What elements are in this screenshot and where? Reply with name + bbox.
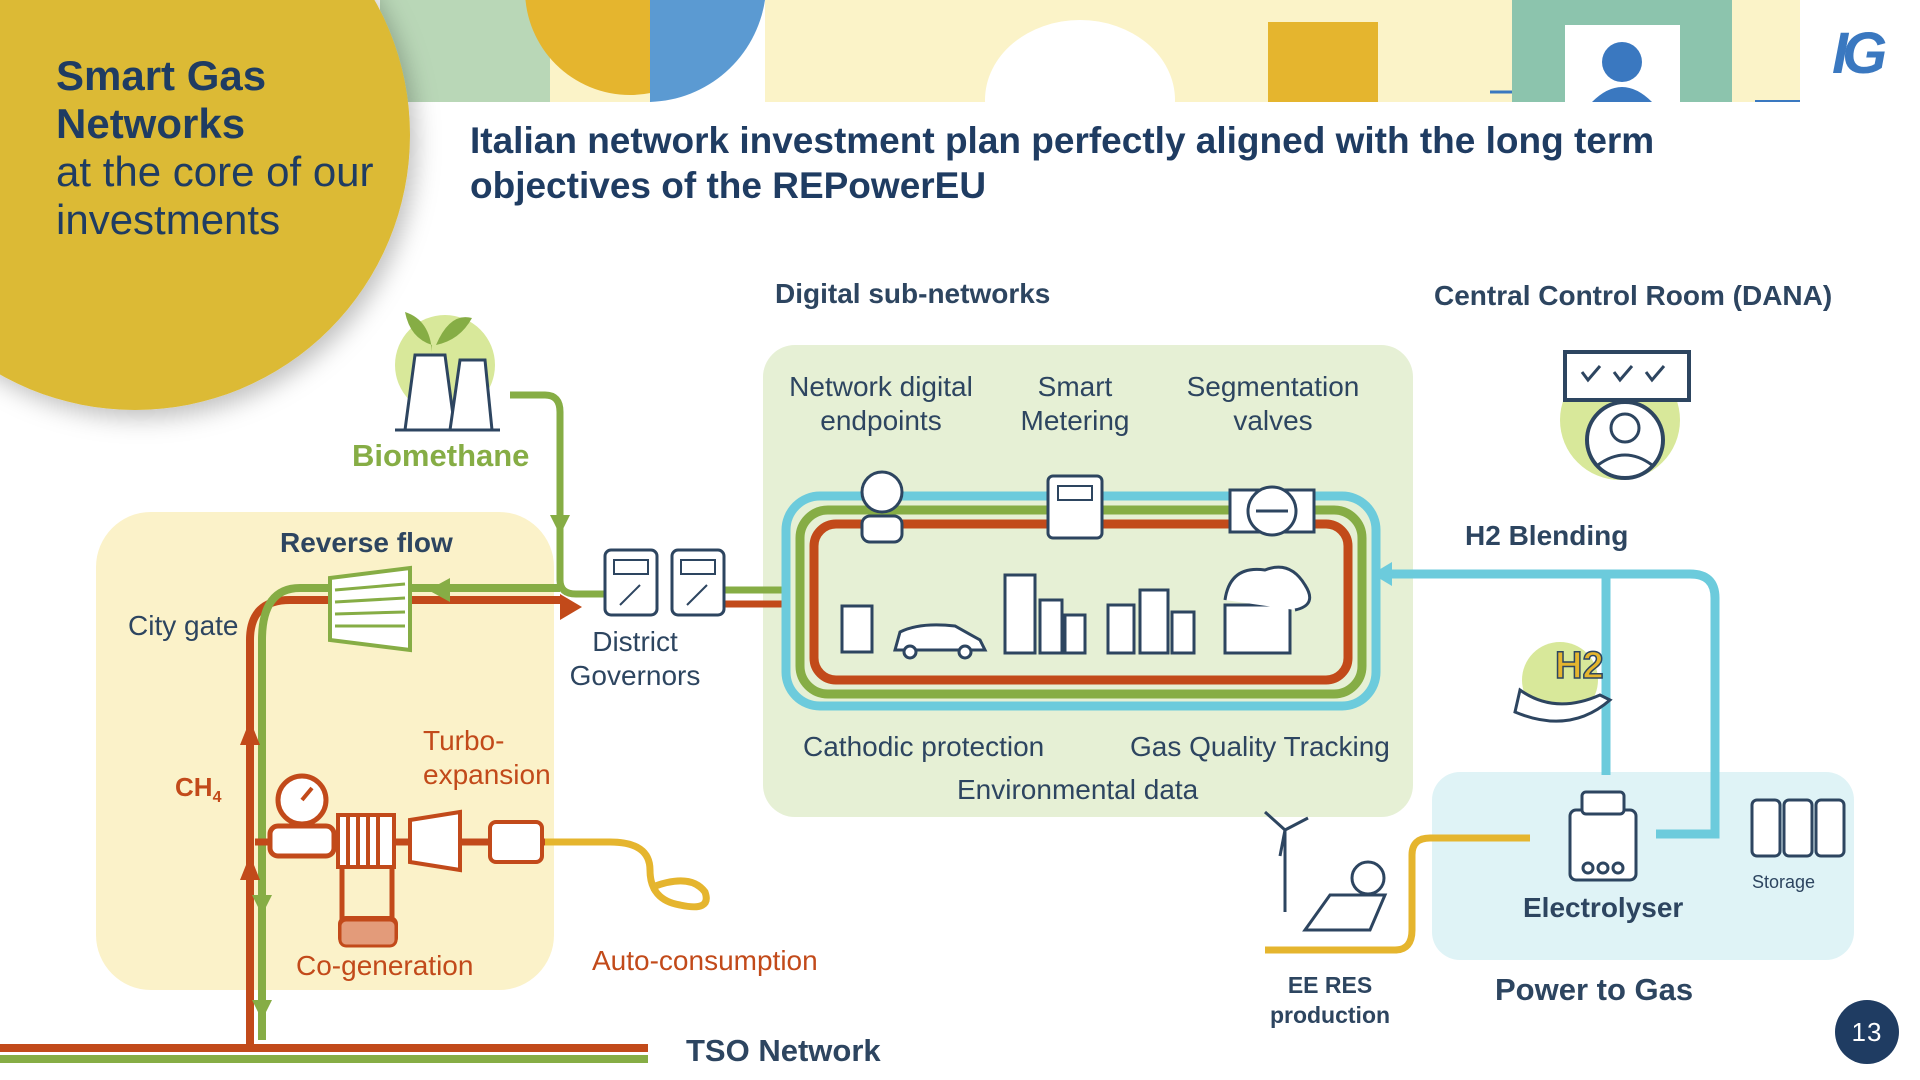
smart-metering-line1: Smart <box>1037 371 1113 402</box>
section-title-bold: Smart Gas Networks <box>56 52 267 147</box>
auto-consumption-label: Auto-consumption <box>592 945 818 976</box>
co-generation-label: Co-generation <box>296 950 474 981</box>
segmentation-line1: Segmentation <box>1186 371 1360 402</box>
turbo-expansion-label: Turbo- expansion <box>423 724 551 792</box>
gas-quality-tracking-label: Gas Quality Tracking <box>1130 731 1390 762</box>
network-digital-endpoints-label: Network digital endpoints <box>770 370 992 438</box>
ch4-subscript: 4 <box>212 789 222 807</box>
smart-metering-label: Smart Metering <box>1000 370 1150 438</box>
control-room-icon <box>1560 350 1691 480</box>
power-to-gas-label: Power to Gas <box>1495 972 1694 1007</box>
power-to-gas-panel <box>1432 772 1854 960</box>
ch4-label: CH4 <box>175 772 221 807</box>
ch4-text: CH <box>175 772 213 802</box>
company-logo: IG <box>1832 21 1887 86</box>
smart-metering-line2: Metering <box>1020 405 1130 436</box>
environmental-data-label: Environmental data <box>957 774 1199 805</box>
cogeneration-engine-icon <box>338 918 398 948</box>
central-control-room-label: Central Control Room (DANA) <box>1434 280 1833 311</box>
biomethane-label: Biomethane <box>352 438 530 473</box>
storage-label: Storage <box>1752 872 1816 892</box>
reverse-flow-panel <box>96 512 554 990</box>
reverse-flow-label: Reverse flow <box>280 527 453 558</box>
page-title: Italian network investment plan perfectl… <box>470 120 1655 206</box>
section-circle <box>0 0 410 410</box>
district-governors-line1: District <box>592 626 678 657</box>
turbo-expansion-line2: expansion <box>423 759 551 790</box>
city-gate-label: City gate <box>128 610 239 641</box>
segmentation-line2: valves <box>1233 405 1313 436</box>
district-governors-line2: Governors <box>569 660 701 691</box>
section-title-rest: at the core of our investments <box>56 148 374 243</box>
biomethane-plant-icon <box>395 312 500 432</box>
district-governors-icon <box>603 548 726 617</box>
digital-subnetworks-panel <box>763 345 1413 817</box>
top-banner <box>380 0 1800 180</box>
ee-res-production-label: EE RES production <box>1250 970 1410 1030</box>
ee-res-wind-solar-icon <box>1263 810 1388 932</box>
storage-icon <box>1750 798 1846 858</box>
h2-blending-label: H2 Blending <box>1465 520 1629 551</box>
electrolyser-icon <box>1568 790 1638 882</box>
segmentation-valves-label: Segmentation valves <box>1168 370 1378 438</box>
page-number: 13 <box>1835 1000 1899 1064</box>
tso-network-label: TSO Network <box>686 1033 881 1068</box>
city-scene-icon <box>840 565 1312 660</box>
district-governors-label: District Governors <box>560 625 710 693</box>
ee-res-line2: production <box>1269 1002 1391 1028</box>
svg-text:H2: H2 <box>1555 645 1604 687</box>
network-endpoint-gauge-icon <box>860 470 904 544</box>
digital-subnetworks-label: Digital sub-networks <box>775 278 1051 309</box>
smart-meter-icon <box>1046 474 1104 540</box>
segmentation-valve-icon <box>1228 485 1316 537</box>
cathodic-protection-label: Cathodic protection <box>803 731 1045 762</box>
endpoints-line2: endpoints <box>820 405 942 436</box>
electrolyser-label: Electrolyser <box>1523 892 1684 923</box>
ee-res-line1: EE RES <box>1287 972 1373 998</box>
h2-hand-icon: H2 <box>1513 642 1613 723</box>
turbo-expansion-line1: Turbo- <box>423 725 505 756</box>
reverse-flow-compressor <box>328 565 412 653</box>
endpoints-line1: Network digital <box>789 371 973 402</box>
section-title: Smart Gas Networks at the core of our in… <box>56 52 386 244</box>
